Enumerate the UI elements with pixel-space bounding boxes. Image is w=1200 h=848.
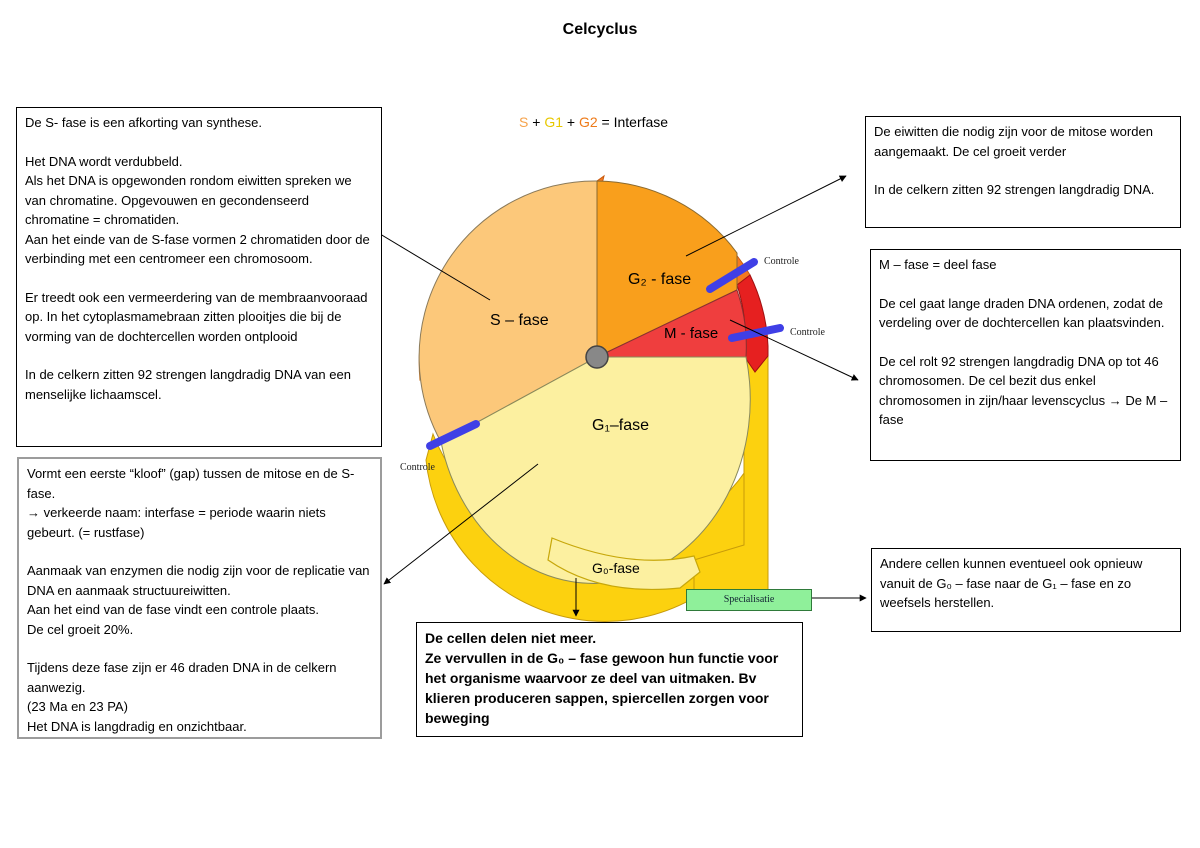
text-line: In de celkern zitten 92 strengen langdra…: [25, 367, 351, 402]
text-line: Als het DNA is opgewonden rondom eiwitte…: [25, 173, 352, 227]
text-line: Aan het eind van de fase vindt een contr…: [27, 602, 319, 617]
control-bar-middle: [728, 324, 784, 342]
specialisatie-box: Specialisatie: [686, 589, 812, 611]
text-line: De cellen delen niet meer.: [425, 630, 597, 646]
text-line: M – fase = deel fase: [879, 257, 997, 272]
formula-plus: +: [532, 114, 541, 130]
interfase-formula: S + G1 + G2 = Interfase: [519, 114, 668, 130]
formula-s: S: [519, 114, 529, 130]
text-line: De cel gaat lange draden DNA ordenen, zo…: [879, 295, 1165, 331]
text-line: Aanmaak van enzymen die nodig zijn voor …: [27, 563, 370, 598]
arrow-g1-phase: [383, 463, 539, 585]
center-dot: [585, 345, 609, 369]
label-control-left: Controle: [400, 462, 436, 473]
formula-g1: G1: [544, 114, 563, 130]
label-g2-phase: G₂ - fase: [628, 271, 691, 288]
label-control-top: Controle: [764, 256, 800, 267]
g0-phase-info-box: De cellen delen niet meer. Ze vervullen …: [416, 622, 803, 737]
label-s-phase: S – fase: [490, 312, 549, 329]
label-g1-phase: G₁–fase: [592, 417, 649, 434]
text-line: Het DNA wordt verdubbeld.: [25, 153, 183, 169]
g0-arc: [547, 537, 701, 591]
specialisation-info-box: Andere cellen kunnen eventueel ook opnie…: [871, 548, 1181, 632]
text-line: → verkeerde naam: interfase = periode wa…: [27, 505, 326, 540]
s-phase-info-box: De S- fase is een afkorting van synthese…: [16, 107, 382, 447]
text-line: De cel rolt 92 strengen langdradig DNA o…: [879, 353, 1168, 428]
text-line: De cel groeit 20%.: [27, 621, 134, 637]
formula-plus: +: [566, 114, 576, 130]
text-line: (23 Ma en 23 PA): [27, 699, 128, 714]
text-line: Andere cellen kunnen eventueel ook opnie…: [880, 556, 1143, 610]
label-m-phase: M - fase: [664, 325, 718, 342]
m-phase-info-box: M – fase = deel fase De cel gaat lange d…: [870, 249, 1181, 461]
text-line: Tijdens deze fase zijn er 46 draden DNA …: [27, 660, 337, 695]
formula-rest: = Interfase: [601, 114, 669, 130]
control-bar-top: [706, 258, 758, 293]
g2-phase-info-box: De eiwitten die nodig zijn voor de mitos…: [865, 116, 1181, 228]
text-line: In de celkern zitten 92 strengen langdra…: [874, 182, 1155, 197]
formula-g2: G2: [578, 114, 598, 130]
text-line: Het DNA is langdradig en onzichtbaar.: [27, 718, 247, 734]
pie-g2-phase: [596, 180, 738, 358]
page-title: Celcyclus: [562, 21, 638, 38]
arrow-g2-phase: [685, 175, 847, 257]
text-line: De eiwitten die nodig zijn voor de mitos…: [874, 124, 1153, 159]
g1-phase-info-box: Vormt een eerste “kloof” (gap) tussen de…: [17, 457, 382, 739]
text-line: De S- fase is een afkorting van synthese…: [25, 115, 263, 130]
control-bar-left: [426, 420, 480, 450]
label-control-middle: Controle: [790, 327, 826, 338]
pie-s-phase: [418, 180, 598, 443]
text-line: Aan het einde van de S-fase vormen 2 chr…: [25, 231, 370, 267]
text-line: Ze vervullen in de G₀ – fase gewoon hun …: [425, 650, 779, 726]
text-line: Vormt een eerste “kloof” (gap) tussen de…: [27, 466, 355, 501]
arrow-m-phase: [729, 319, 859, 381]
label-g0-phase: G₀-fase: [592, 560, 640, 576]
text-line: Er treedt ook een vermeerdering van de m…: [25, 289, 368, 344]
